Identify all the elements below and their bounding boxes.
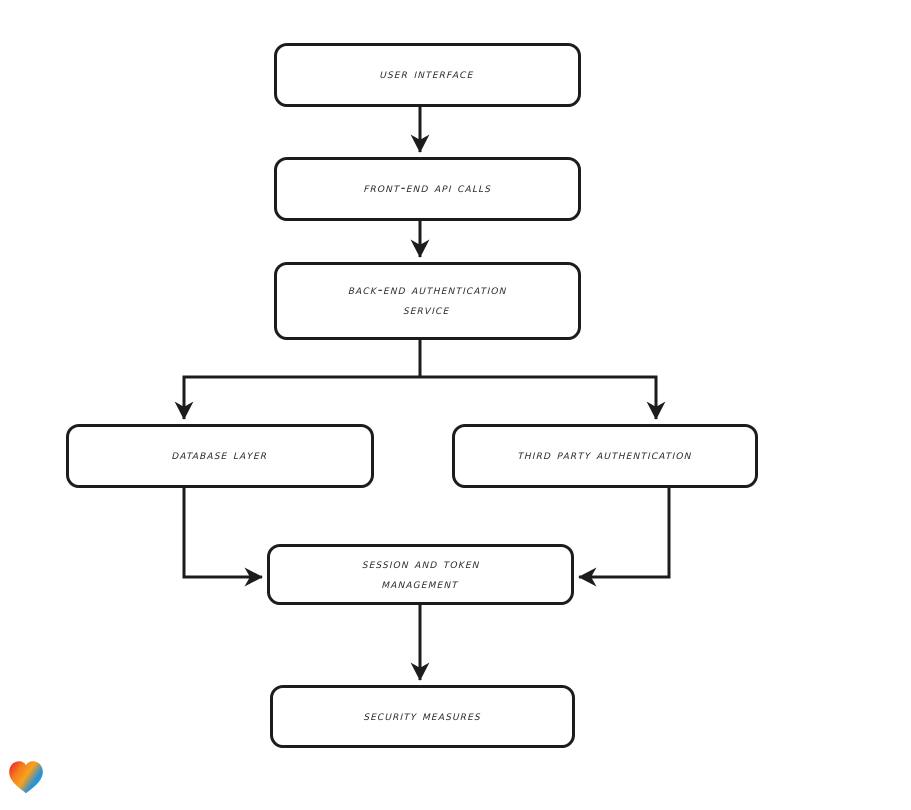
node-security-measures-label: Security Measures [363, 707, 482, 724]
node-session-and-token-management[interactable]: Session and Token Management [267, 544, 574, 605]
node-back-end-authentication-service[interactable]: Back-End Authentication Service [274, 262, 581, 340]
connector-backend-to-database [174, 375, 420, 420]
node-third-party-authentication-label: Third Party Authentication [517, 447, 693, 464]
node-database-layer[interactable]: Database Layer [66, 424, 374, 488]
node-user-interface[interactable]: User Interface [274, 43, 581, 107]
node-back-end-authentication-service-label: Back-End Authentication Service [348, 282, 508, 318]
node-security-measures[interactable]: Security Measures [270, 685, 575, 748]
node-user-interface-label: User Interface [379, 66, 476, 83]
node-front-end-api-calls-label: Front-End API Calls [363, 180, 492, 197]
heart-logo [9, 761, 43, 794]
node-front-end-api-calls[interactable]: Front-End API Calls [274, 157, 581, 221]
node-third-party-authentication[interactable]: Third Party Authentication [452, 424, 758, 488]
node-session-and-token-management-label: Session and Token Management [361, 555, 481, 592]
connector-thirdparty-to-session [578, 488, 671, 587]
node-database-layer-label: Database Layer [171, 447, 269, 464]
connector-backend-to-thirdparty [420, 375, 666, 420]
connector-database-to-session [182, 488, 263, 587]
